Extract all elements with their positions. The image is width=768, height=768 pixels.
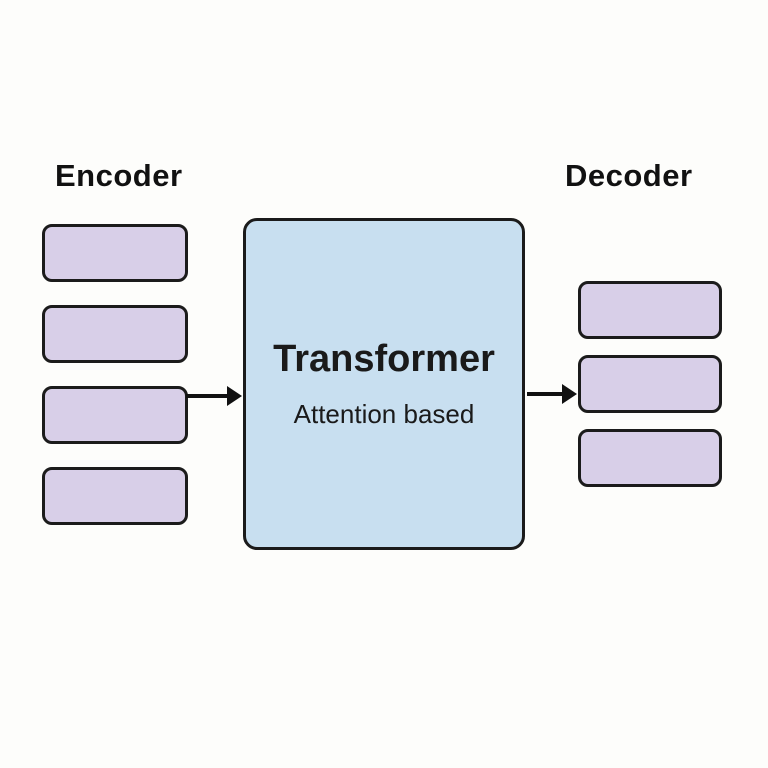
decoder-label: Decoder bbox=[565, 158, 693, 193]
encoder-block bbox=[42, 386, 188, 444]
encoder-stack bbox=[42, 224, 188, 525]
transformer-title: Transformer bbox=[273, 338, 495, 380]
encoder-to-transformer-arrow bbox=[186, 394, 228, 398]
encoder-block bbox=[42, 224, 188, 282]
transformer-subtitle: Attention based bbox=[293, 399, 475, 429]
encoder-label: Encoder bbox=[55, 158, 183, 193]
encoder-block bbox=[42, 305, 188, 363]
transformer-to-decoder-arrow bbox=[527, 392, 563, 396]
decoder-block bbox=[578, 429, 722, 487]
decoder-block bbox=[578, 355, 722, 413]
decoder-block bbox=[578, 281, 722, 339]
encoder-block bbox=[42, 467, 188, 525]
transformer-box: Transformer Attention based bbox=[243, 218, 525, 550]
decoder-stack bbox=[578, 281, 722, 487]
